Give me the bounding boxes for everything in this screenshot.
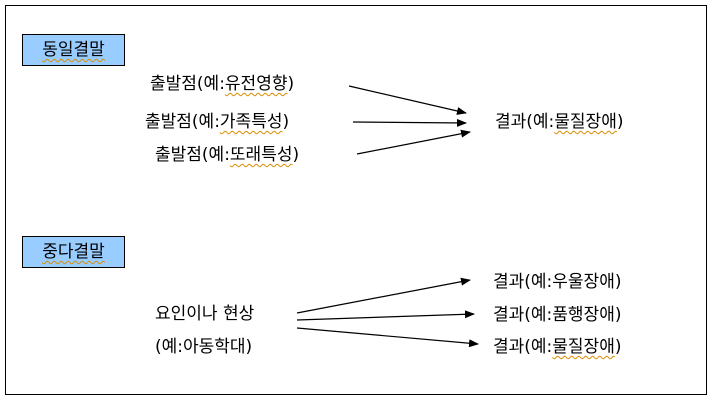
outcome-example: 물질장애 <box>554 112 617 132</box>
source-3-example: 또래특성 <box>229 145 293 165</box>
m-outcome-3-example: 물질장애 <box>552 337 615 357</box>
multifinality-source-line1: 요인이나 현상 <box>155 304 255 324</box>
multifinality-source-line2: (예:아동학대) <box>155 337 253 357</box>
m-outcome-1-prefix: 결과(예: <box>493 272 553 292</box>
equifinality-title-box: 동일결말 <box>22 34 125 66</box>
arrow-source3-to-outcome <box>356 129 471 155</box>
m-outcome-2-example: 품행장애 <box>552 305 615 325</box>
arrow-source-to-outcome1 <box>296 277 471 314</box>
m-outcome-1-suffix: ) <box>614 272 622 292</box>
diagram-frame <box>5 5 707 395</box>
source-1-suffix: ) <box>287 74 295 94</box>
equifinality-outcome-node: 결과(예:물질장애) <box>495 112 623 132</box>
outcome-prefix: 결과(예: <box>495 112 555 132</box>
source-1-prefix: 출발점(예: <box>150 74 225 94</box>
source-2-example: 가족특성 <box>219 112 283 132</box>
source-3-suffix: ) <box>292 145 300 165</box>
multifinality-title-box: 중다결말 <box>22 236 125 268</box>
arrow-source1-to-outcome <box>348 85 467 115</box>
source-node-1: 출발점(예:유전영향) <box>150 74 294 94</box>
arrow-source2-to-outcome <box>352 118 467 127</box>
outcome-suffix: ) <box>616 112 624 132</box>
multifinality-outcome-2: 결과(예:품행장애) <box>493 305 621 325</box>
m-outcome-1-example: 우울장애 <box>552 272 615 292</box>
multifinality-outcome-3: 결과(예:물질장애) <box>493 337 621 357</box>
arrow-source-to-outcome3 <box>296 327 479 348</box>
source-node-2: 출발점(예:가족특성) <box>145 112 289 132</box>
multifinality-title: 중다결말 <box>42 242 105 262</box>
m-outcome-2-suffix: ) <box>614 305 622 325</box>
source-node-3: 출발점(예:또래특성) <box>155 145 299 165</box>
equifinality-title: 동일결말 <box>42 40 105 60</box>
source-1-example: 유전영향 <box>224 74 288 94</box>
arrow-source-to-outcome2 <box>296 310 475 321</box>
m-outcome-3-suffix: ) <box>614 337 622 357</box>
source-2-suffix: ) <box>282 112 290 132</box>
source-2-prefix: 출발점(예: <box>145 112 220 132</box>
multifinality-outcome-1: 결과(예:우울장애) <box>493 272 621 292</box>
source-3-prefix: 출발점(예: <box>155 145 230 165</box>
m-outcome-3-prefix: 결과(예: <box>493 337 553 357</box>
m-outcome-2-prefix: 결과(예: <box>493 305 553 325</box>
